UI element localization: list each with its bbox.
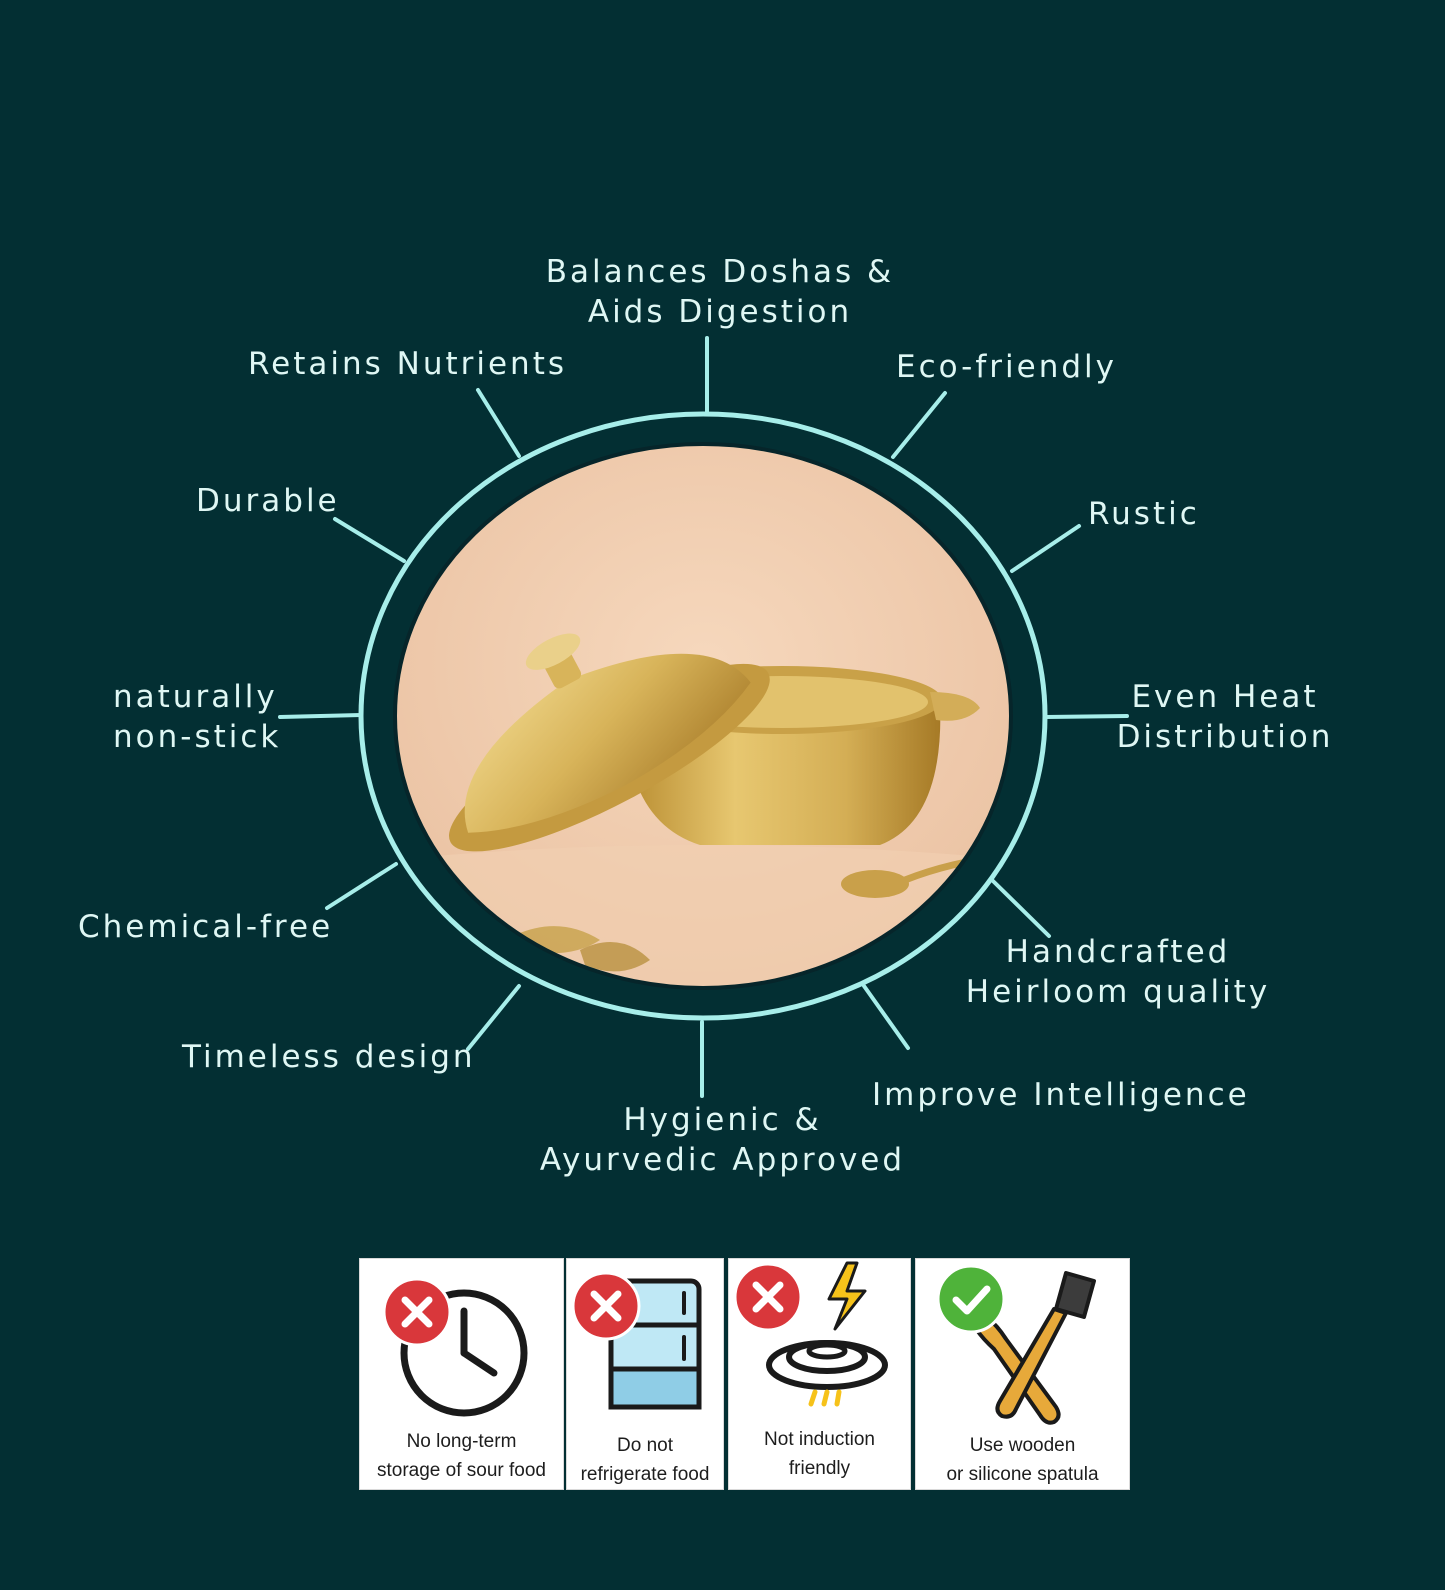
feature-heat-line2: Distribution [1116, 719, 1334, 755]
induction-icon [766, 1261, 888, 1407]
cross-badge-icon [571, 1271, 641, 1341]
care-caption-1: No long-term storage of sour food [360, 1427, 563, 1485]
care-caption-3-line2: friendly [788, 1458, 851, 1479]
feature-retains-nutrients: Retains Nutrients [248, 346, 568, 382]
care-card-not-induction: Not induction friendly [728, 1258, 911, 1490]
feature-rustic: Rustic [1088, 496, 1200, 532]
care-caption-2-line1: Do not [617, 1435, 673, 1456]
feature-nonstick-line2: non-stick [113, 719, 282, 755]
feature-chemical-free: Chemical-free [78, 909, 334, 945]
care-caption-1-line1: No long-term [406, 1431, 517, 1452]
feature-timeless-design: Timeless design [182, 1039, 476, 1075]
feature-handcrafted-line1: Handcrafted [1005, 934, 1231, 970]
care-card-use-spatula: Use wooden or silicone spatula [915, 1258, 1130, 1490]
feature-hygienic-line1: Hygienic & [623, 1102, 822, 1138]
outer-ring [358, 411, 1048, 1021]
feature-balances-line1: Balances Doshas & [545, 254, 895, 290]
care-caption-2-line2: refrigerate food [580, 1464, 710, 1485]
feature-handcrafted: Handcrafted Heirloom quality [963, 932, 1273, 1012]
care-caption-2: Do not refrigerate food [567, 1431, 723, 1489]
care-card-no-refrigerate: Do not refrigerate food [566, 1258, 724, 1490]
spatula-icon [966, 1271, 1096, 1425]
feature-even-heat: Even Heat Distribution [1110, 677, 1340, 757]
care-caption-3-line1: Not induction [764, 1429, 875, 1450]
care-caption-4-line1: Use wooden [969, 1435, 1076, 1456]
feature-heat-line1: Even Heat [1131, 679, 1319, 715]
feature-improve-intelligence: Improve Intelligence [872, 1077, 1250, 1113]
care-caption-4-line2: or silicone spatula [946, 1464, 1099, 1485]
cross-badge-icon [733, 1262, 803, 1332]
feature-durable: Durable [196, 483, 340, 519]
feature-handcrafted-line2: Heirloom quality [965, 974, 1271, 1010]
cross-badge-icon [382, 1277, 452, 1347]
feature-nonstick-line1: naturally [113, 679, 278, 715]
care-caption-4: Use wooden or silicone spatula [916, 1431, 1129, 1489]
check-badge-icon [936, 1264, 1006, 1334]
care-caption-3: Not induction friendly [729, 1425, 910, 1483]
feature-hygienic: Hygienic & Ayurvedic Approved [530, 1100, 915, 1180]
feature-balances-doshas: Balances Doshas & Aids Digestion [520, 252, 920, 332]
care-card-no-sour-storage: No long-term storage of sour food [359, 1258, 564, 1490]
care-instructions: No long-term storage of sour food [359, 1258, 1130, 1490]
care-caption-1-line2: storage of sour food [377, 1460, 546, 1481]
feature-hygienic-line2: Ayurvedic Approved [539, 1142, 906, 1178]
feature-balances-line2: Aids Digestion [587, 294, 853, 330]
feature-naturally-non-stick: naturally non-stick [113, 677, 281, 757]
clock-icon [400, 1289, 528, 1417]
ring-spokes [278, 336, 1129, 1098]
feature-eco-friendly: Eco-friendly [896, 349, 1117, 385]
